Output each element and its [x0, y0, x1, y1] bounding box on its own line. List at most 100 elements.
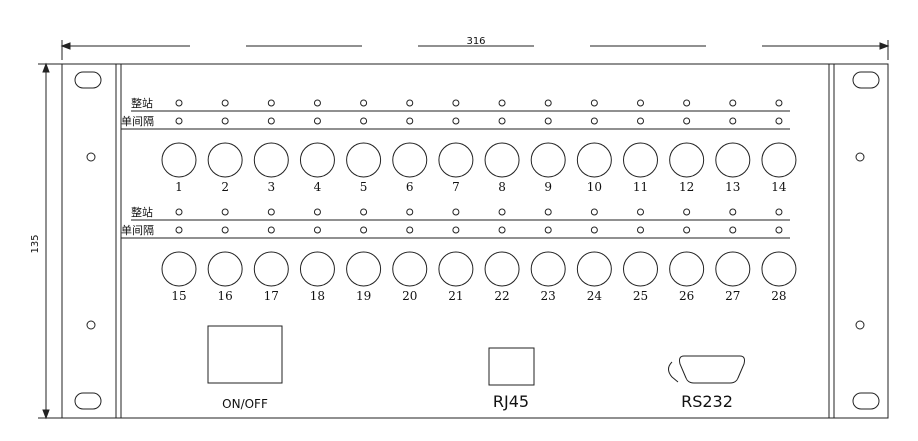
- indicator-led: [221, 226, 229, 234]
- port-number: 21: [448, 289, 463, 303]
- indicator-led: [313, 208, 321, 216]
- bnc-port[interactable]: [623, 251, 658, 287]
- port-number: 12: [679, 180, 694, 194]
- bnc-port[interactable]: [530, 251, 566, 287]
- indicator-led: [175, 226, 183, 234]
- indicator-led: [729, 226, 737, 234]
- bnc-port[interactable]: [438, 142, 474, 178]
- bnc-port[interactable]: [392, 251, 428, 287]
- mounting-hole: [855, 152, 865, 162]
- bnc-port[interactable]: [623, 142, 658, 178]
- indicator-led: [452, 208, 460, 216]
- indicator-led: [221, 117, 229, 125]
- indicator-led: [498, 117, 506, 125]
- bnc-port[interactable]: [669, 142, 705, 178]
- mounting-hole: [86, 152, 96, 162]
- port-number: 18: [310, 289, 325, 303]
- port-number: 1: [175, 180, 183, 194]
- indicator-led: [637, 208, 644, 216]
- mounting-hole: [855, 320, 865, 330]
- indicator-led: [360, 226, 368, 234]
- indicator-led: [637, 117, 644, 125]
- indicator-led: [683, 99, 691, 107]
- indicator-led: [267, 226, 275, 234]
- bnc-port[interactable]: [253, 251, 289, 287]
- indicator-led: [683, 226, 691, 234]
- bnc-port[interactable]: [161, 142, 197, 178]
- indicator-led: [360, 117, 368, 125]
- bnc-port[interactable]: [715, 142, 751, 178]
- bnc-port[interactable]: [484, 251, 520, 287]
- bnc-port[interactable]: [576, 142, 612, 178]
- port-number: 10: [587, 180, 602, 194]
- port-number: 15: [171, 289, 186, 303]
- port-number: 3: [267, 180, 275, 194]
- port-number: 27: [725, 289, 740, 303]
- indicator-led: [267, 117, 275, 125]
- indicator-led: [544, 99, 552, 107]
- bnc-port[interactable]: [253, 142, 289, 178]
- indicator-led: [406, 117, 414, 125]
- label-single-bay: 单间隔: [121, 115, 154, 128]
- rack-ear-left: [74, 71, 102, 410]
- indicator-led: [267, 208, 275, 216]
- port-number: 17: [264, 289, 279, 303]
- bnc-port[interactable]: [669, 251, 705, 287]
- rj45-port[interactable]: [488, 347, 535, 386]
- indicator-led: [175, 208, 183, 216]
- label-whole-station: 整站: [131, 96, 153, 110]
- bnc-port[interactable]: [346, 251, 382, 287]
- bnc-port[interactable]: [207, 142, 243, 178]
- rack-ear-right: [852, 71, 880, 410]
- indicator-led: [452, 99, 460, 107]
- indicator-led: [221, 99, 229, 107]
- height-dimension: [38, 62, 62, 420]
- port-number: 20: [402, 289, 417, 303]
- bnc-port[interactable]: [484, 142, 520, 178]
- port-number: 13: [725, 180, 740, 194]
- rs232-connector[interactable]: [679, 355, 745, 384]
- bnc-port[interactable]: [761, 251, 797, 287]
- indicator-led: [452, 226, 460, 234]
- indicator-led: [590, 226, 598, 234]
- mounting-slot-bottom-right: [852, 392, 880, 410]
- bnc-port[interactable]: [207, 251, 243, 287]
- bnc-port[interactable]: [761, 142, 797, 178]
- indicator-led: [313, 226, 321, 234]
- indicator-led: [313, 117, 321, 125]
- indicator-led: [590, 208, 598, 216]
- indicator-led: [452, 117, 460, 125]
- chassis: [61, 63, 889, 419]
- power-switch[interactable]: [207, 325, 283, 384]
- bnc-port[interactable]: [438, 251, 474, 287]
- indicator-led: [775, 117, 783, 125]
- bnc-port[interactable]: [392, 142, 428, 178]
- bnc-port[interactable]: [576, 251, 612, 287]
- indicator-led: [313, 99, 321, 107]
- port-number: 6: [406, 180, 414, 194]
- bnc-port[interactable]: [715, 251, 751, 287]
- indicator-led: [775, 99, 783, 107]
- mounting-slot-bottom-left: [74, 392, 102, 410]
- port-number: 25: [633, 289, 648, 303]
- indicator-led: [775, 208, 783, 216]
- indicator-led: [360, 208, 368, 216]
- indicator-led: [590, 99, 598, 107]
- indicator-led: [775, 226, 783, 234]
- indicator-led: [544, 117, 552, 125]
- bnc-port[interactable]: [299, 251, 335, 287]
- label-whole-station: 整站: [131, 205, 153, 219]
- bnc-port[interactable]: [299, 142, 335, 178]
- bnc-port[interactable]: [346, 142, 382, 178]
- power-switch-label: ON/OFF: [222, 397, 268, 411]
- port-number: 7: [452, 180, 460, 194]
- bnc-port[interactable]: [530, 142, 566, 178]
- height-dimension-label: 135: [30, 234, 41, 253]
- indicator-led: [406, 226, 414, 234]
- indicator-led: [360, 99, 368, 107]
- bnc-port[interactable]: [161, 251, 197, 287]
- port-number: 28: [771, 289, 786, 303]
